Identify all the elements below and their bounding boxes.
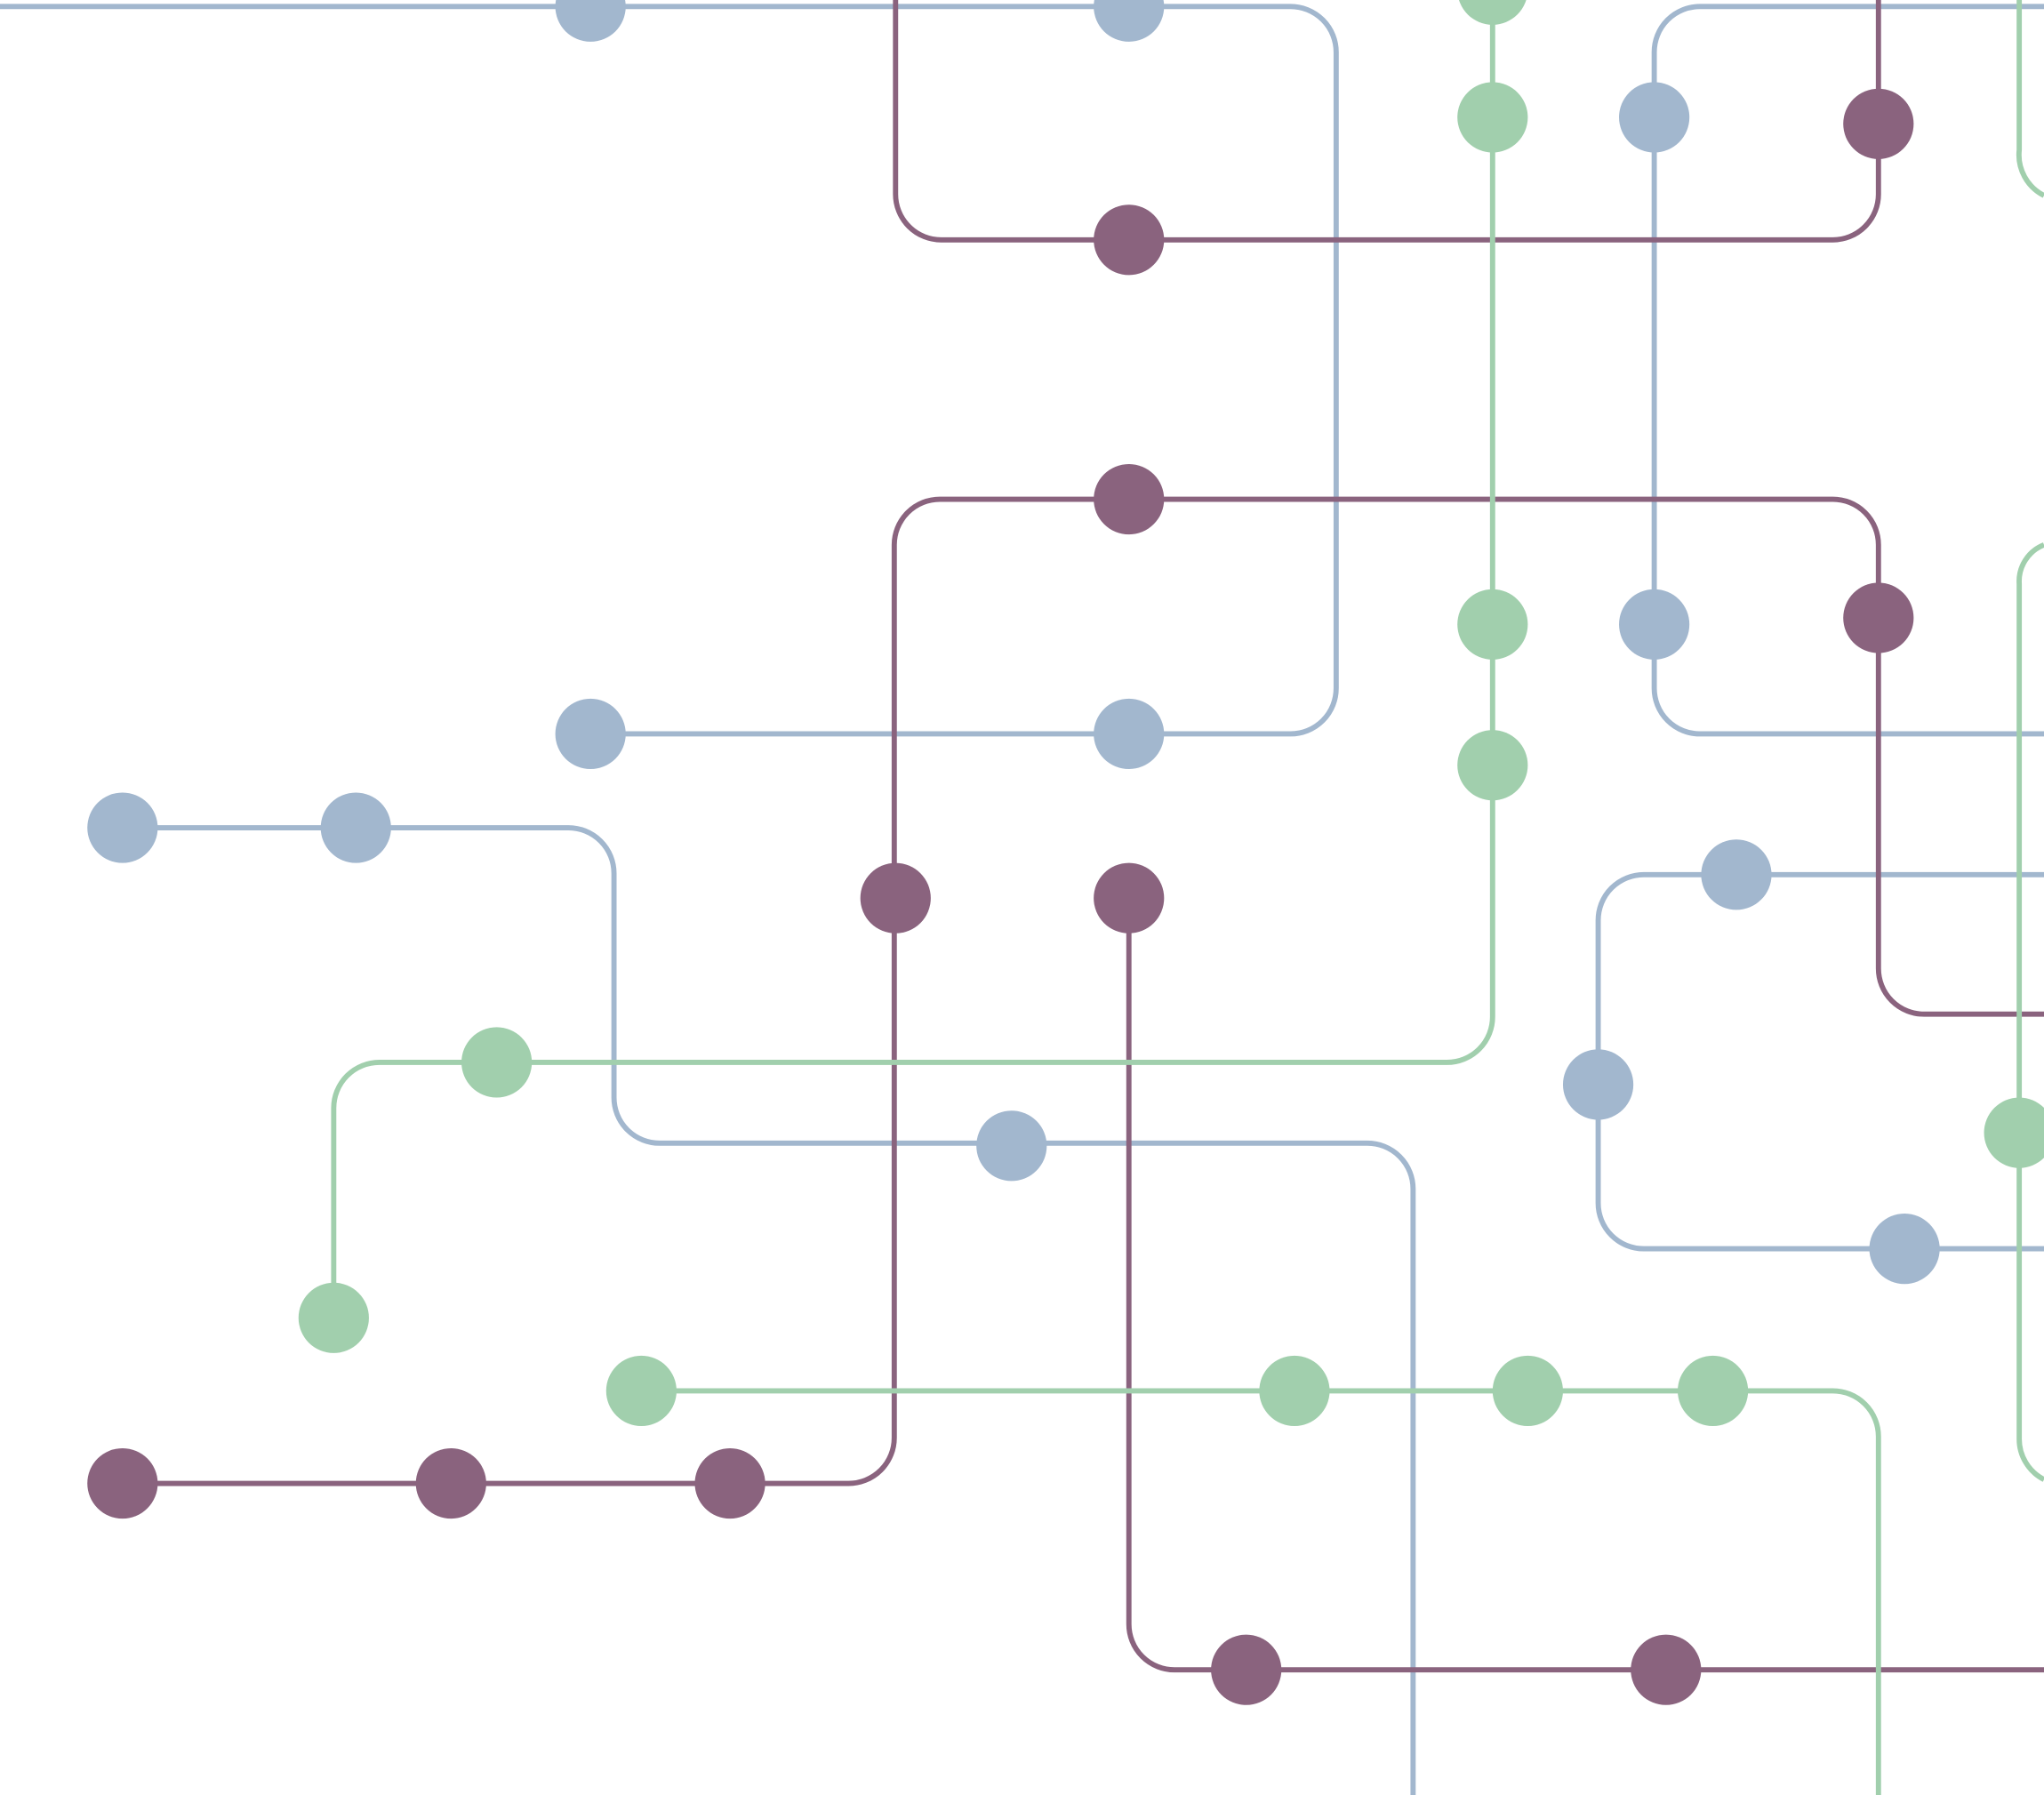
blue-node-1 xyxy=(555,0,626,42)
green-node-26 xyxy=(1457,589,1528,660)
blue-node-6 xyxy=(1094,698,1165,770)
green-node-31 xyxy=(605,1355,677,1427)
blue-node-3 xyxy=(1619,82,1690,153)
purple-node-18 xyxy=(1094,862,1165,934)
green-node-34 xyxy=(1677,1355,1749,1427)
purple-node-20 xyxy=(415,1447,486,1519)
blue-node-2 xyxy=(1094,0,1165,42)
blue-connector-line-4 xyxy=(1595,871,2044,1252)
green-node-29 xyxy=(1984,1097,2044,1168)
blue-connector-line-3 xyxy=(122,825,1416,1795)
green-node-33 xyxy=(1492,1355,1563,1427)
purple-node-23 xyxy=(1631,1634,1702,1705)
green-connector-line-10 xyxy=(2016,0,2044,198)
purple-connector-line-6 xyxy=(122,496,2044,1486)
purple-connector-line-5 xyxy=(893,0,1881,243)
purple-node-14 xyxy=(1094,204,1165,276)
green-node-25 xyxy=(1457,82,1528,153)
purple-node-17 xyxy=(860,862,931,934)
purple-node-15 xyxy=(1094,463,1165,535)
purple-node-21 xyxy=(694,1447,765,1519)
green-node-27 xyxy=(1457,730,1528,801)
nodes-layer xyxy=(87,0,2044,1705)
blue-connector-line-1 xyxy=(0,4,1339,737)
green-connector-line-9 xyxy=(641,1388,1881,1795)
purple-node-22 xyxy=(1211,1634,1282,1705)
green-node-28 xyxy=(461,1027,533,1098)
green-node-24 xyxy=(1458,0,1527,25)
purple-node-19 xyxy=(87,1447,158,1519)
blue-node-8 xyxy=(320,792,391,863)
green-node-32 xyxy=(1259,1355,1330,1427)
blue-node-10 xyxy=(1562,1049,1634,1120)
blue-node-9 xyxy=(1701,839,1772,910)
purple-node-13 xyxy=(1843,88,1914,159)
blue-node-4 xyxy=(1619,589,1690,660)
blue-connector-line-2 xyxy=(1651,4,2044,737)
blue-node-7 xyxy=(87,792,158,863)
blue-node-11 xyxy=(976,1110,1047,1182)
blue-node-5 xyxy=(555,698,626,770)
purple-connector-line-7 xyxy=(1126,898,2044,1673)
green-connector-line-11 xyxy=(2016,542,2044,1482)
purple-node-16 xyxy=(1843,582,1914,653)
blue-node-12 xyxy=(1869,1214,1940,1285)
green-node-30 xyxy=(298,1282,369,1353)
green-connector-line-8 xyxy=(331,0,1495,1318)
